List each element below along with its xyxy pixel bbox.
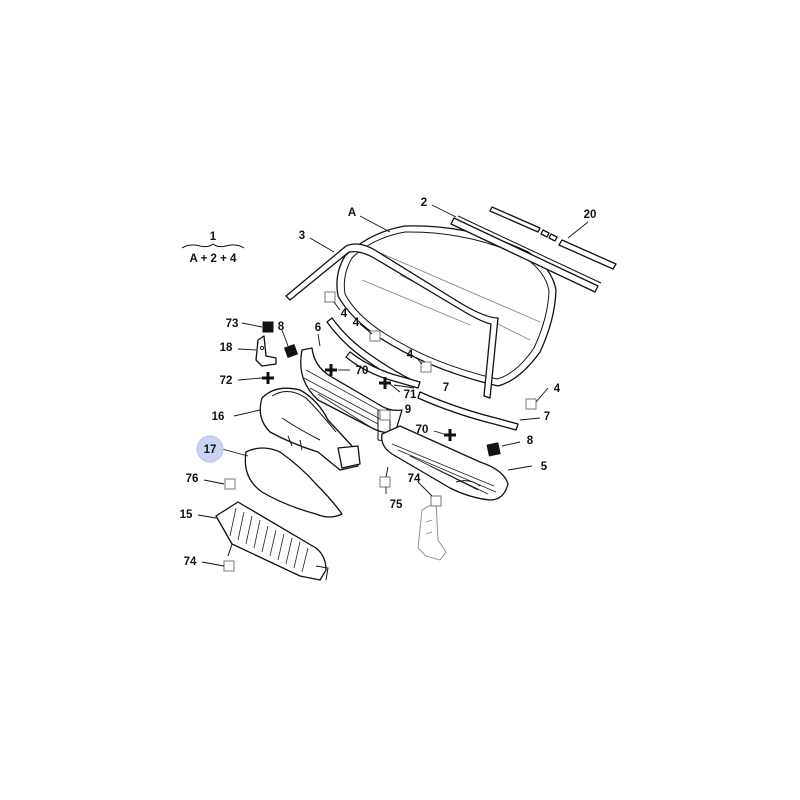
label-76: 76 [186,473,199,485]
label-4b: 4 [353,317,360,329]
label-7a: 7 [443,382,449,394]
label-70b: 70 [416,424,429,436]
label-70a: 70 [356,365,369,377]
label-71: 71 [404,389,417,401]
open-square-4c [420,361,432,373]
label-74a: 74 [408,473,421,485]
label-2: 2 [421,197,427,209]
fastener-symbols [223,291,537,572]
label-5: 5 [541,461,548,473]
open-square-75 [379,476,391,488]
formula-group: 1 A + 2 + 4 [181,231,245,265]
lower-bracket [417,501,447,561]
open-square-4d [525,398,537,410]
cowl-panel-part-5 [381,425,509,501]
open-square-74b [223,560,235,572]
open-square-4b [369,330,381,342]
filled-square-8a [283,343,299,359]
label-75: 75 [390,499,403,511]
open-square-4a [324,291,336,303]
formula-ref: 1 [210,231,217,243]
label-4a: 4 [341,308,348,320]
plus-71 [379,377,391,389]
label-4d: 4 [554,383,561,395]
label-6: 6 [315,322,321,334]
label-7b: 7 [544,411,550,423]
label-20: 20 [584,209,597,221]
formula-brace [181,243,245,249]
label-18: 18 [220,342,233,354]
highlight-circle-17 [196,435,224,463]
air-duct-part-16 [259,387,361,471]
label-72: 72 [220,375,233,387]
plus-70a [325,364,337,376]
leader-lines [197,204,589,567]
seal-part-7a [345,351,421,389]
grille-part-15 [215,501,329,581]
label-73: 73 [226,318,239,330]
open-square-76 [224,478,236,490]
strip-part-20 [489,206,617,270]
formula-expression: A + 2 + 4 [190,253,237,265]
label-A: A [348,207,356,219]
filled-square-8b [486,442,501,457]
plus-72 [262,372,274,384]
label-8a: 8 [278,321,285,333]
label-3: 3 [299,230,305,242]
foam-pad-part-17 [244,447,343,518]
label-4c: 4 [407,349,414,361]
label-16: 16 [212,411,225,423]
label-17: 17 [204,444,217,456]
open-square-74a [430,495,442,507]
label-74b: 74 [184,556,197,568]
open-square-9 [379,409,391,421]
bracket-part-18 [255,335,277,367]
label-9: 9 [405,404,411,416]
label-8b: 8 [527,435,534,447]
label-15: 15 [180,509,193,521]
seal-part-7b [417,391,519,431]
filled-square-73 [262,321,274,333]
upper-moulding-part-2 [450,215,602,293]
trim-strip-part-3 [285,243,499,399]
part-labels: A 2 3 20 4 4 4 4 73 8 6 18 70 72 71 7 7 … [180,197,597,568]
plus-70b [444,429,456,441]
